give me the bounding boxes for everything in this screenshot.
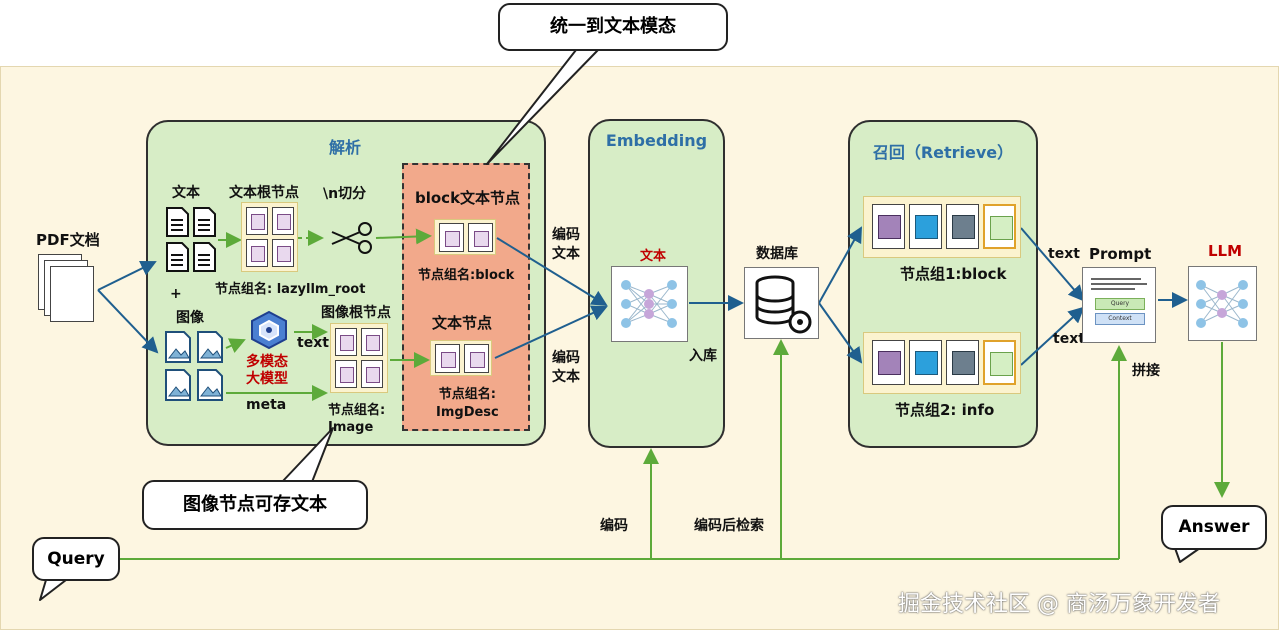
text-label: 文本 <box>172 185 200 201</box>
multimodal-model-label: 多模态 大模型 <box>246 354 288 387</box>
image-files-icon <box>164 330 226 402</box>
text-b-label: text <box>1053 331 1085 347</box>
block-to-embedding-arrow <box>496 237 608 307</box>
llm-neural-net-icon <box>1196 280 1248 328</box>
llm-title: LLM <box>1208 242 1243 260</box>
prompt-title: Prompt <box>1089 245 1152 263</box>
bottom-callout-tail <box>281 427 334 483</box>
concat-label: 拼接 <box>1132 363 1160 379</box>
image-to-mm-arrow <box>225 338 246 353</box>
image-root-node-grid <box>330 323 388 393</box>
db-to-group1-arrow <box>818 226 862 304</box>
group2-to-prompt-arrow <box>1020 306 1085 366</box>
bottom-callout: 图像节点可存文本 <box>142 480 368 530</box>
group2-label: 节点组2: info <box>895 401 995 419</box>
answer-callout-tail <box>1174 547 1201 563</box>
text-root-label: 文本根节点 <box>229 185 299 201</box>
encode-search-label: 编码后检索 <box>694 518 764 534</box>
text-nodes-block <box>402 163 530 431</box>
parse-title: 解析 <box>328 138 361 157</box>
top-callout: 统一到文本模态 <box>498 3 728 51</box>
plus-label: + <box>170 286 182 302</box>
text-a-label: text <box>1048 246 1080 262</box>
group2-nodes <box>863 332 1021 394</box>
group1-to-prompt-arrow <box>1020 227 1085 302</box>
image-root-label: 图像根节点 <box>321 305 391 321</box>
encode-text-label-1: 编码 文本 <box>552 227 580 262</box>
embedding-model-box <box>611 266 688 342</box>
multimodal-model-icon <box>248 309 290 355</box>
group1-nodes <box>863 196 1021 258</box>
group1-label: 节点组1:block <box>900 265 1007 283</box>
prompt-context-chip: Context <box>1095 313 1145 325</box>
text-node-title: 文本节点 <box>432 314 493 332</box>
database-icon <box>755 275 812 334</box>
embedding-title: Embedding <box>605 131 708 150</box>
image-label: 图像 <box>176 310 204 326</box>
text-output-label: text <box>297 335 329 351</box>
block-node-pair <box>434 219 496 255</box>
imgdesc-group-label: 节点组名: ImgDesc <box>436 387 499 420</box>
pdf-stack-icon <box>38 254 98 326</box>
query-callout: Query <box>32 537 120 581</box>
embedding-text-label: 文本 <box>640 249 667 264</box>
retrieve-title: 召回（Retrieve） <box>872 143 1014 162</box>
scissors-icon <box>330 220 376 260</box>
top-callout-tail <box>486 49 599 165</box>
prompt-box: Query Context <box>1082 267 1156 343</box>
watermark: 掘金技术社区 @ 商汤万象开发者 <box>898 592 1220 617</box>
split-to-block-arrow <box>375 228 432 245</box>
encode-label: 编码 <box>600 518 628 534</box>
split-label: \n切分 <box>323 186 367 202</box>
encode-text-label-2: 编码 文本 <box>552 350 580 385</box>
imgdesc-to-embedding-arrow <box>494 305 608 359</box>
block-node-title: block文本节点 <box>415 189 521 207</box>
database-box <box>744 267 819 339</box>
db-to-group2-arrow <box>818 302 863 364</box>
pdf-label: PDF文档 <box>36 231 100 249</box>
neural-net-icon <box>621 280 677 328</box>
pdf-to-text-arrow <box>97 260 157 291</box>
text-node-pair <box>430 340 492 376</box>
into-db-label: 入库 <box>689 348 717 364</box>
pdf-to-image-arrow <box>97 289 159 354</box>
text-root-node-grid <box>241 202 298 272</box>
answer-callout: Answer <box>1161 505 1267 550</box>
prompt-query-chip: Query <box>1095 298 1145 310</box>
meta-label: meta <box>246 397 287 413</box>
block-group-label: 节点组名:block <box>418 268 515 283</box>
query-callout-tail <box>39 579 67 601</box>
database-label: 数据库 <box>756 246 798 262</box>
image-group-label: 节点组名: Image <box>328 403 386 435</box>
llm-box <box>1188 266 1257 341</box>
lazyllm-group-label: 节点组名: lazyllm_root <box>215 282 366 297</box>
text-docs-icon <box>165 206 217 274</box>
